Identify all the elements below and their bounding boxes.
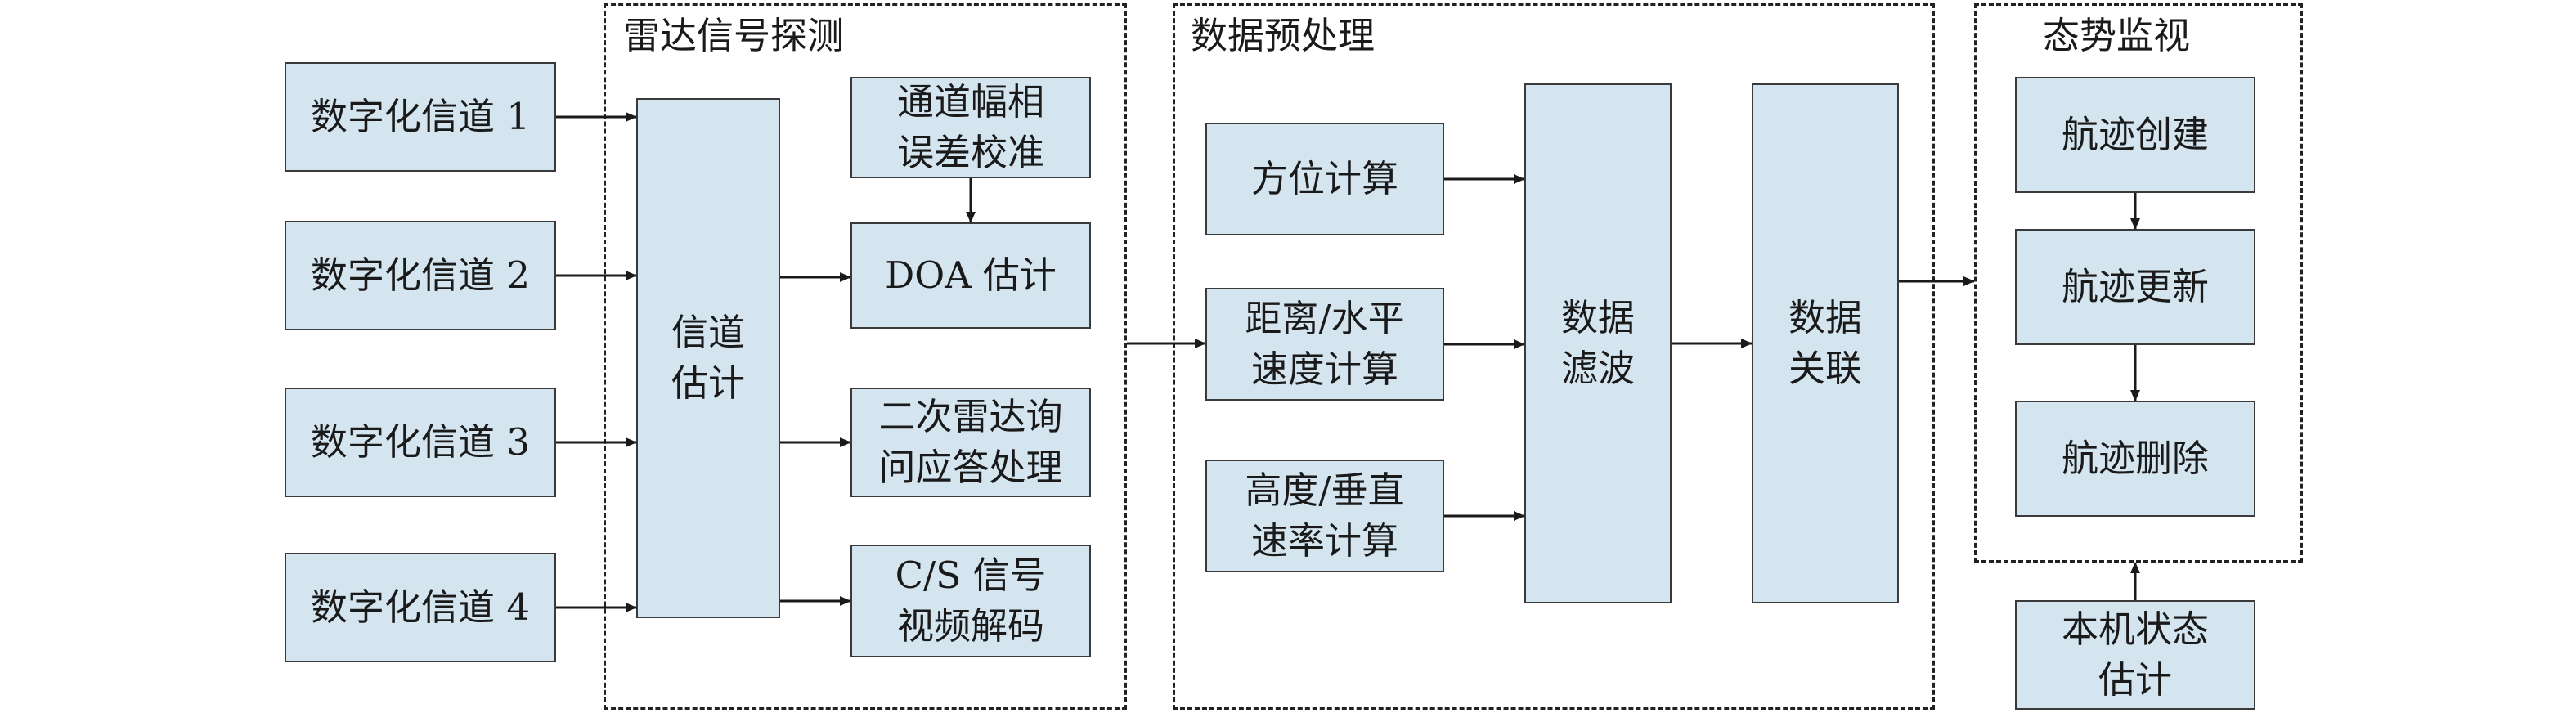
altitude-calc-label: 高度/垂直 速率计算 xyxy=(1245,469,1405,563)
calibration-label: 通道幅相 误差校准 xyxy=(896,80,1044,174)
channel-estimation-label: 信道 估计 xyxy=(671,311,745,405)
data-association-box: 数据 关联 xyxy=(1752,83,1899,603)
distance-calc-label: 距离/水平 速度计算 xyxy=(1245,297,1405,391)
group-situation-monitoring-title: 态势监视 xyxy=(2035,13,2199,59)
track-create-box: 航迹创建 xyxy=(2015,77,2255,193)
cs-decoding-label: C/S 信号 视频解码 xyxy=(895,554,1047,648)
track-delete-box: 航迹删除 xyxy=(2015,401,2255,517)
doa-estimation-box: DOA 估计 xyxy=(850,222,1091,329)
channel-1-label: 数字化信道 1 xyxy=(311,95,530,138)
altitude-calc-box: 高度/垂直 速率计算 xyxy=(1205,460,1444,572)
distance-calc-box: 距离/水平 速度计算 xyxy=(1205,288,1444,401)
secondary-radar-box: 二次雷达询 问应答处理 xyxy=(850,388,1091,497)
data-filtering-box: 数据 滤波 xyxy=(1524,83,1672,603)
channel-1-box: 数字化信道 1 xyxy=(285,62,556,172)
group-data-preprocessing xyxy=(1173,3,1935,710)
data-association-label: 数据 关联 xyxy=(1788,296,1862,390)
data-filtering-label: 数据 滤波 xyxy=(1560,296,1635,390)
channel-estimation-box: 信道 估计 xyxy=(636,98,780,618)
channel-4-label: 数字化信道 4 xyxy=(311,585,530,629)
track-update-box: 航迹更新 xyxy=(2015,229,2255,345)
group-data-preprocessing-title: 数据预处理 xyxy=(1183,13,1384,59)
azimuth-calc-box: 方位计算 xyxy=(1205,123,1444,235)
channel-3-label: 数字化信道 3 xyxy=(311,420,530,464)
doa-estimation-label: DOA 估计 xyxy=(885,253,1057,297)
channel-2-label: 数字化信道 2 xyxy=(311,253,530,297)
group-radar-detection xyxy=(604,3,1127,710)
channel-4-box: 数字化信道 4 xyxy=(285,553,556,662)
calibration-box: 通道幅相 误差校准 xyxy=(850,77,1091,178)
group-situation-monitoring xyxy=(1974,3,2303,563)
group-radar-detection-title: 雷达信号探测 xyxy=(615,13,853,59)
track-delete-label: 航迹删除 xyxy=(2061,437,2209,480)
secondary-radar-label: 二次雷达询 问应答处理 xyxy=(878,395,1063,489)
cs-decoding-box: C/S 信号 视频解码 xyxy=(850,545,1091,657)
ownship-state-label: 本机状态 估计 xyxy=(2061,608,2209,702)
track-create-label: 航迹创建 xyxy=(2061,113,2209,156)
channel-3-box: 数字化信道 3 xyxy=(285,388,556,497)
channel-2-box: 数字化信道 2 xyxy=(285,221,556,330)
ownship-state-box: 本机状态 估计 xyxy=(2015,600,2255,710)
track-update-label: 航迹更新 xyxy=(2061,265,2209,308)
azimuth-calc-label: 方位计算 xyxy=(1250,157,1398,200)
